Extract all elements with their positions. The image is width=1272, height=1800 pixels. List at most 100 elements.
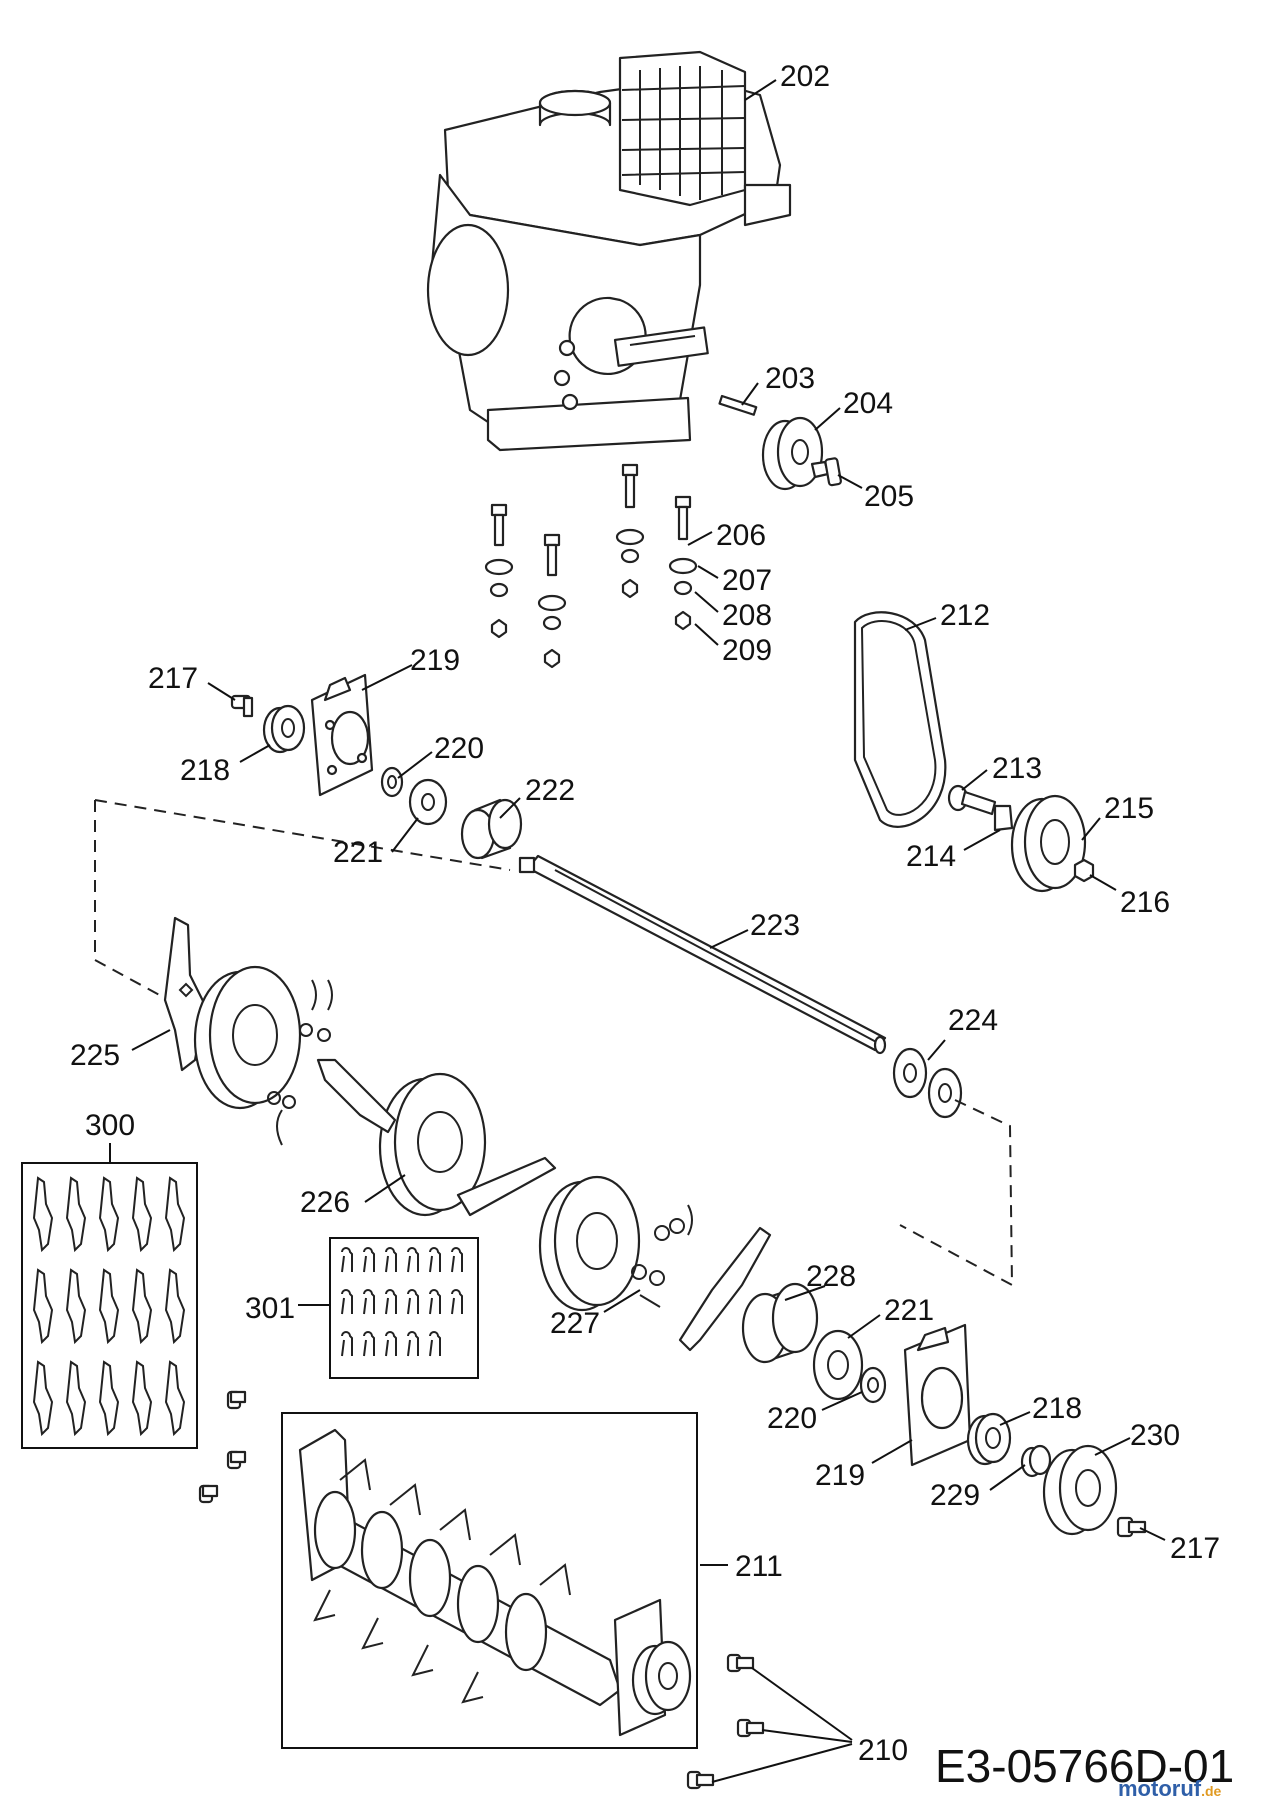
blade-icon: [65, 1268, 87, 1345]
blade-icon: [98, 1268, 120, 1345]
leader-lines: [109, 79, 1166, 1783]
spacer-part-221-left[interactable]: [408, 778, 448, 826]
label-208: 208: [722, 599, 772, 632]
spring-icon: [385, 1331, 397, 1357]
pulley-part-230[interactable]: [1042, 1444, 1118, 1536]
washer-part-220-right[interactable]: [859, 1366, 887, 1404]
diagram-code: E3-05766D-01: [935, 1740, 1234, 1792]
spring-icon: [385, 1247, 397, 1273]
label-211: 211: [735, 1550, 783, 1583]
label-216: 216: [1120, 886, 1170, 919]
assembly-outline-top: [94, 799, 511, 871]
label-209: 209: [722, 634, 772, 667]
spring-icon: [363, 1289, 375, 1315]
watermark-suffix: .de: [1201, 1783, 1221, 1799]
label-229: 229: [930, 1479, 980, 1512]
bolt-part-206[interactable]: [490, 463, 692, 577]
sleeve-part-228[interactable]: [741, 1282, 819, 1364]
rotor-disc-part-226[interactable]: [193, 965, 641, 1312]
spacer-part-229[interactable]: [1020, 1444, 1052, 1478]
spacer-part-221-right[interactable]: [812, 1329, 864, 1401]
shaft-part-223[interactable]: [518, 854, 887, 1055]
label-221-left: 221: [333, 836, 383, 869]
label-223: 223: [750, 909, 800, 942]
blade-icon: [32, 1176, 54, 1253]
label-203: 203: [765, 362, 815, 395]
bearing-part-218-left[interactable]: [262, 704, 306, 754]
label-219-left: 219: [410, 644, 460, 677]
label-217-right: 217: [1170, 1532, 1220, 1565]
label-301: 301: [245, 1292, 295, 1325]
blade-icon: [131, 1176, 153, 1253]
label-212: 212: [940, 599, 990, 632]
blade-icon: [98, 1360, 120, 1437]
sleeve-part-222[interactable]: [460, 798, 523, 860]
label-204: 204: [843, 387, 893, 420]
screw-part-217-left[interactable]: [230, 694, 254, 718]
label-213: 213: [992, 752, 1042, 785]
spring-icon: [341, 1247, 353, 1273]
nut-part-209[interactable]: [490, 578, 692, 669]
label-227: 227: [550, 1307, 600, 1340]
blade-icon: [164, 1268, 186, 1345]
label-207: 207: [722, 564, 772, 597]
label-220-left: 220: [434, 732, 484, 765]
blade-icon: [32, 1268, 54, 1345]
label-214: 214: [906, 840, 956, 873]
blade-icon: [98, 1176, 120, 1253]
spring-set-part-301[interactable]: [329, 1237, 479, 1379]
blade-icon: [65, 1176, 87, 1253]
blade-icon: [65, 1360, 87, 1437]
bearing-plate-part-219-left[interactable]: [310, 673, 374, 797]
spacer-part-214[interactable]: [993, 804, 1014, 832]
label-222: 222: [525, 774, 575, 807]
washer-part-207[interactable]: [484, 528, 698, 612]
key-part-203[interactable]: [718, 394, 758, 416]
label-230: 230: [1130, 1419, 1180, 1452]
label-220-right: 220: [767, 1402, 817, 1435]
label-206: 206: [716, 519, 766, 552]
label-300: 300: [85, 1109, 135, 1142]
label-218-right: 218: [1032, 1392, 1082, 1425]
spring-icon: [363, 1331, 375, 1357]
bearing-part-218-right[interactable]: [966, 1412, 1012, 1466]
idler-pulley-part-215[interactable]: [1010, 794, 1087, 893]
label-210: 210: [858, 1734, 908, 1767]
washer-part-220-left[interactable]: [380, 766, 404, 798]
label-224: 224: [948, 1004, 998, 1037]
label-225: 225: [70, 1039, 120, 1072]
spring-icon: [451, 1247, 463, 1273]
label-226: 226: [300, 1186, 350, 1219]
spring-set-grid: [341, 1247, 463, 1357]
label-228: 228: [806, 1260, 856, 1293]
spring-icon: [341, 1331, 353, 1357]
v-belt-part-212[interactable]: [853, 611, 947, 828]
bolt-part-213[interactable]: [947, 784, 997, 816]
spring-part-227[interactable]: [267, 979, 693, 1308]
assembly-outline: [94, 800, 1014, 1287]
blade-icon: [131, 1268, 153, 1345]
spring-icon: [429, 1289, 441, 1315]
lock-washer-part-208[interactable]: [489, 548, 693, 631]
blade-set-part-300[interactable]: [21, 1162, 198, 1449]
screw-part-217-right[interactable]: [1116, 1516, 1147, 1538]
pulley-hub-part-204[interactable]: [761, 416, 824, 491]
bolt-part-205[interactable]: [810, 457, 842, 487]
nut-part-216[interactable]: [1073, 858, 1095, 883]
svg-text:motoruf.de: motoruf.de: [1118, 1776, 1222, 1800]
blade-part-225-mid[interactable]: [316, 1058, 772, 1352]
label-221-right: 221: [884, 1294, 934, 1327]
label-219-right: 219: [815, 1459, 865, 1492]
label-202: 202: [780, 60, 830, 93]
washers-part-224[interactable]: [892, 1047, 963, 1119]
blade-icon: [131, 1360, 153, 1437]
screws-left-of-rotor[interactable]: [198, 1390, 247, 1504]
blade-set-grid: [32, 1176, 186, 1437]
watermark-text: motoruf: [1118, 1776, 1202, 1800]
bearing-plate-part-219-right[interactable]: [903, 1323, 972, 1467]
screws-part-210[interactable]: [686, 1653, 765, 1790]
rotor-assembly-part-211[interactable]: [281, 1412, 698, 1749]
spring-icon: [363, 1247, 375, 1273]
label-205: 205: [864, 480, 914, 513]
engine-part-202[interactable]: [426, 50, 792, 452]
